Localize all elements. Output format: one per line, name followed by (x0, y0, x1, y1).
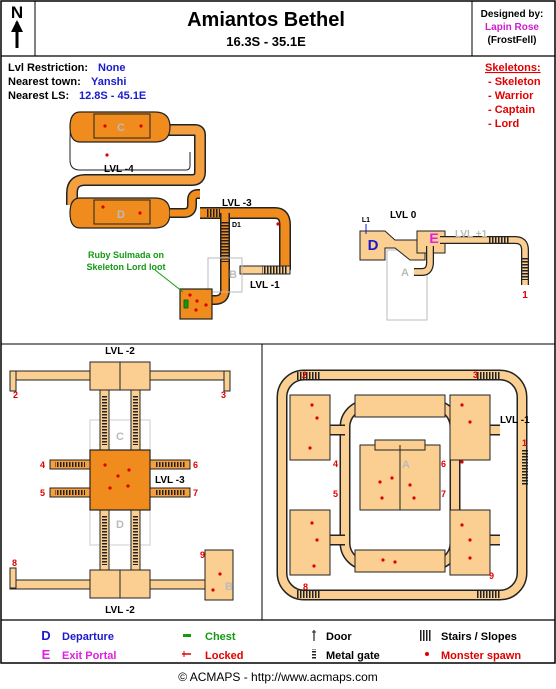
lvl-restriction-value: None (98, 62, 126, 74)
connection-number: 8 (303, 582, 308, 592)
north-arrow-icon (11, 20, 23, 48)
exit-number: 1 (522, 290, 528, 301)
legend-stairs: Stairs / Slopes (441, 631, 517, 643)
level-label: LVL -1 (500, 415, 530, 426)
monster-item: - Skeleton (488, 76, 541, 88)
stairs-legend-icon (420, 630, 432, 641)
designed-by-label: Designed by: (481, 9, 544, 20)
room-d-label-lower: D (116, 519, 124, 531)
nearest-ls-label: Nearest LS: (8, 90, 69, 102)
level-label: LVL 0 (390, 210, 417, 221)
connection-number: 8 (12, 558, 17, 568)
nearest-town-label: Nearest town: (8, 76, 81, 88)
lower-right-map: A LVL -1 1 2 3 4 5 6 7 8 9 (276, 369, 530, 601)
monster-item: - Captain (488, 104, 535, 116)
exit-portal-marker: E (429, 230, 438, 246)
chest-note-line1: Ruby Sulmada on (88, 250, 164, 260)
room-d-label: D (117, 209, 125, 221)
legend-departure: Departure (62, 631, 114, 643)
designer-alias: (FrostFell) (488, 35, 537, 46)
legend-door: Door (326, 631, 352, 643)
exit-legend-symbol: E (42, 647, 51, 662)
room-c-label-lower: C (116, 431, 124, 443)
connection-number: 9 (489, 571, 494, 581)
door-legend-icon (312, 630, 316, 641)
connection-number: 1 (522, 438, 527, 448)
locked-legend-icon (182, 651, 191, 657)
map-coordinates: 16.3S - 35.1E (226, 34, 306, 49)
map-frame (0, 0, 556, 664)
level-label: LVL -3 (155, 475, 185, 486)
room-b-label: B (229, 269, 237, 281)
lever-label-l1: L1 (362, 217, 370, 224)
connection-number: 3 (221, 390, 226, 400)
legend-chest: Chest (205, 631, 236, 643)
upper-dungeon-map: C D B Ruby Sulmad (66, 111, 291, 320)
lower-left-map: B C D LVL -2 LVL -3 LVL -2 (9, 346, 234, 616)
nearest-town-value: Yanshi (91, 76, 126, 88)
room-b-label-lower: B (225, 581, 233, 593)
door-label-d1: D1 (232, 222, 241, 229)
page-title: Amiantos Bethel (187, 9, 345, 31)
north-label: N (11, 3, 23, 22)
level-label: LVL +1 (455, 229, 488, 240)
footer-credit: © ACMAPS - http://www.acmaps.com (178, 670, 378, 684)
connection-number: 7 (441, 489, 446, 499)
legend-exit-portal: Exit Portal (62, 650, 116, 662)
room-c-label: C (117, 122, 125, 134)
monster-item: - Lord (488, 118, 519, 130)
monster-list-title: Skeletons: (485, 62, 541, 74)
legend: D Departure E Exit Portal Chest Locked D… (41, 628, 521, 662)
metal-gate-legend-icon (312, 649, 316, 660)
connection-number: 5 (333, 489, 338, 499)
legend-locked: Locked (205, 650, 244, 662)
legend-monster-spawn: Monster spawn (441, 650, 521, 662)
room-a-label: A (401, 267, 409, 279)
connection-number: 7 (193, 488, 198, 498)
nearest-ls-value: 12.8S - 45.1E (79, 90, 146, 102)
connection-number: 4 (40, 460, 45, 470)
level-label: LVL -2 (105, 346, 135, 357)
level-label: LVL -1 (250, 280, 280, 291)
connection-number: 3 (473, 370, 478, 380)
designer-name: Lapin Rose (485, 22, 539, 33)
spawn-legend-icon (425, 652, 429, 656)
connection-number: 2 (302, 370, 307, 380)
connection-number: 6 (441, 459, 446, 469)
level-label: LVL -3 (222, 198, 252, 209)
chest-legend-icon (183, 634, 191, 637)
connection-number: 9 (200, 550, 205, 560)
lvl-restriction-label: Lvl Restriction: (8, 62, 88, 74)
room-a-label-lower: A (402, 459, 410, 471)
level-label: LVL -4 (104, 164, 134, 175)
chest-note-line2: Skeleton Lord loot (86, 262, 165, 272)
connection-number: 2 (13, 390, 18, 400)
monster-item: - Warrior (488, 90, 534, 102)
departure-legend-symbol: D (41, 628, 50, 643)
entrance-level-map: A D E L1 LVL 0 LVL +1 1 (359, 210, 529, 321)
chest-icon (183, 299, 189, 309)
connection-number: 5 (40, 488, 45, 498)
legend-metal-gate: Metal gate (326, 650, 380, 662)
connection-number: 4 (333, 459, 338, 469)
departure-marker: D (368, 237, 379, 254)
level-label: LVL -2 (105, 605, 135, 616)
connection-number: 6 (193, 460, 198, 470)
